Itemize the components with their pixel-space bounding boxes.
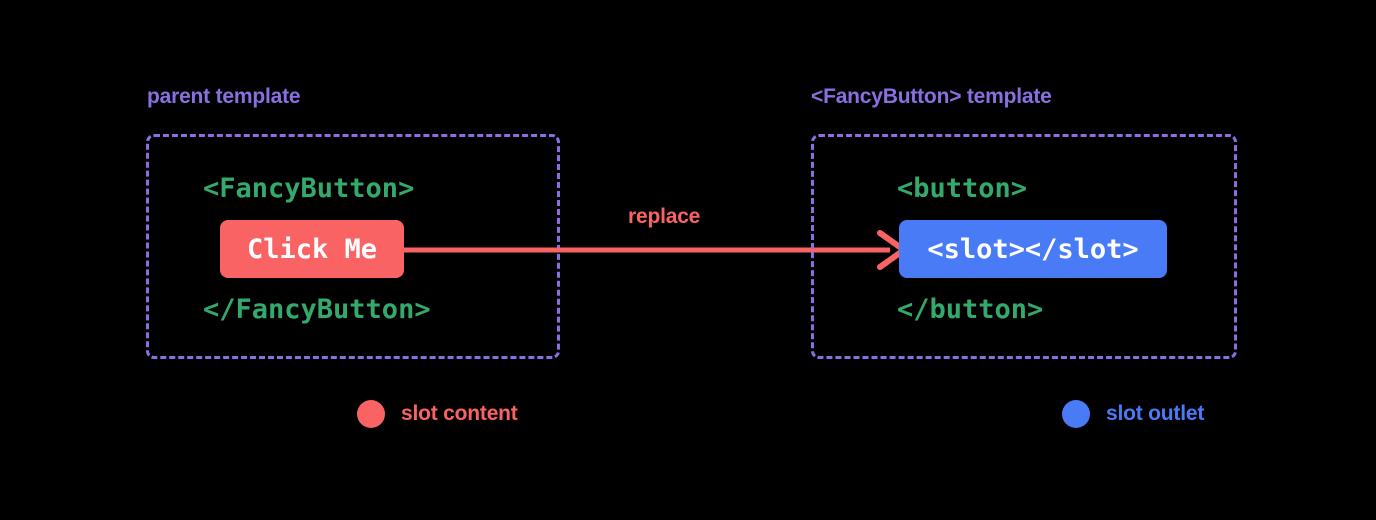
- legend-item-slot-content: slot content: [357, 400, 518, 428]
- fancybutton-template-box: [811, 134, 1237, 359]
- slot-outlet-dot-icon: [1062, 400, 1090, 428]
- legend-label-slot-outlet: slot outlet: [1106, 402, 1205, 425]
- legend-item-slot-outlet: slot outlet: [1062, 400, 1204, 428]
- button-close-tag: </button>: [897, 294, 1044, 325]
- replace-arrow-label: replace: [628, 205, 701, 228]
- parent-template-title: parent template: [147, 85, 301, 108]
- parent-close-tag: </FancyButton>: [203, 294, 431, 325]
- legend-label-slot-content: slot content: [401, 402, 518, 425]
- parent-open-tag: <FancyButton>: [203, 173, 415, 204]
- button-open-tag: <button>: [897, 173, 1028, 204]
- slot-outlet-chip[interactable]: <slot></slot>: [899, 220, 1167, 278]
- parent-template-box: [146, 134, 560, 359]
- slot-content-dot-icon: [357, 400, 385, 428]
- slot-content-chip[interactable]: Click Me: [220, 220, 404, 278]
- fancybutton-template-title: <FancyButton> template: [811, 85, 1052, 108]
